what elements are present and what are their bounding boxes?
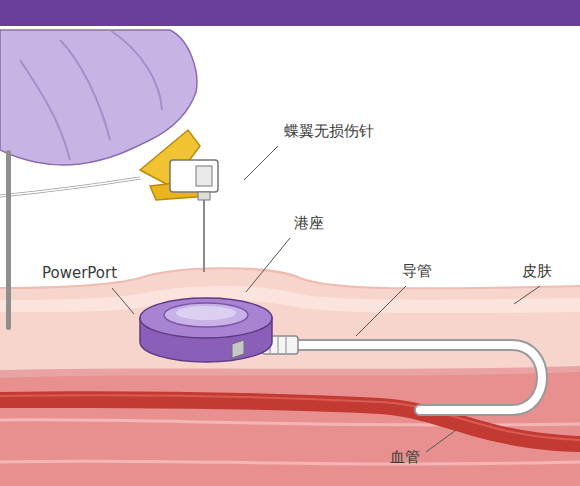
dermis-band bbox=[0, 286, 580, 313]
part-label: 蝶翼无损伤针 bbox=[282, 122, 376, 140]
vessel-highlight bbox=[0, 395, 580, 440]
scroll-indicator bbox=[6, 150, 11, 330]
top-bar bbox=[0, 0, 580, 26]
needle-hub-cap bbox=[196, 166, 212, 186]
finger-line bbox=[110, 30, 162, 110]
needle-hub bbox=[170, 160, 218, 192]
tubing-core bbox=[0, 178, 140, 196]
part-label: PowerPort bbox=[40, 264, 119, 282]
muscle-line bbox=[0, 461, 580, 464]
gloved-hand bbox=[0, 30, 197, 165]
subcutaneous-layer bbox=[0, 268, 580, 370]
leader-line bbox=[244, 146, 278, 180]
muscle-band bbox=[0, 372, 580, 486]
part-label: 皮肤 bbox=[520, 262, 554, 280]
part-label: 导管 bbox=[400, 262, 434, 280]
port-marker bbox=[232, 340, 244, 358]
leader-line bbox=[112, 288, 134, 314]
port-top bbox=[140, 298, 272, 338]
septum-highlight bbox=[176, 306, 236, 320]
needle-base bbox=[198, 192, 210, 200]
part-label: 血管 bbox=[388, 448, 422, 466]
part-label: 港座 bbox=[292, 214, 326, 232]
catheter bbox=[296, 345, 542, 410]
leader-line bbox=[426, 430, 456, 452]
muscle-layer bbox=[0, 360, 580, 486]
port-septum bbox=[164, 303, 248, 327]
catheter-outline bbox=[296, 345, 542, 410]
tubing bbox=[0, 178, 140, 196]
leader-line bbox=[246, 238, 290, 292]
leader-line bbox=[356, 286, 406, 336]
leader-line bbox=[514, 286, 540, 304]
finger-line bbox=[60, 40, 110, 140]
needle bbox=[203, 200, 205, 272]
connector-ring bbox=[286, 337, 287, 353]
connector-ring bbox=[278, 337, 279, 353]
blood-vessel bbox=[0, 391, 580, 452]
finger-line bbox=[20, 60, 70, 160]
